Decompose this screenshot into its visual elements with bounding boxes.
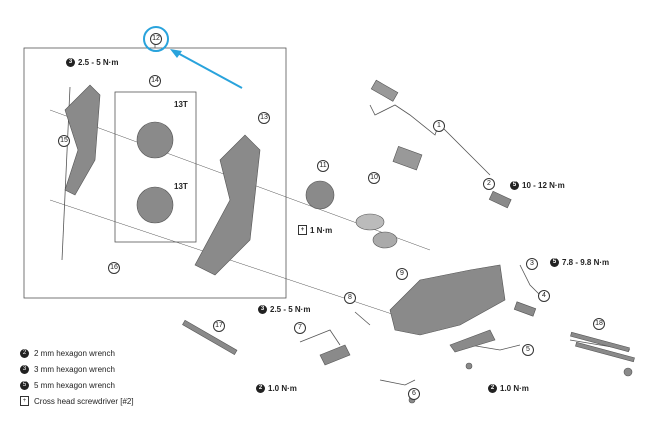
tension-pulley [136,186,174,224]
callout-5: 5 [522,344,534,356]
screwdriver-icon: + [20,396,29,406]
derailleur-body [389,264,506,336]
callout-2: 2 [483,178,495,190]
callout-3: 3 [526,258,538,270]
callout-10: 10 [368,172,380,184]
callout-18: 18 [593,318,605,330]
outer-plate [64,84,101,196]
torque-screw: +1 N·m [298,225,332,235]
callout-8: 8 [344,292,356,304]
hex-wrench-icon: 2 [20,348,29,358]
callout-17: 17 [213,320,225,332]
callout-7: 7 [294,322,306,334]
pulley-teeth-top: 13T [174,100,188,109]
callout-12: 12 [150,33,162,45]
tool [182,319,238,356]
pulley-teeth-bottom: 13T [174,182,188,191]
callout-16: 16 [108,262,120,274]
guide-pulley [136,121,174,159]
highlight-arrow [173,50,243,89]
callout-1: 1 [433,120,445,132]
callout-13: 13 [258,112,270,124]
callout-4: 4 [538,290,550,302]
hex-wrench-icon: 3 [20,364,29,374]
legend-item: +Cross head screwdriver [#2] [20,393,134,409]
callout-6: 6 [408,388,420,400]
callout-11: 11 [317,160,329,172]
plate-axle [305,180,335,210]
pulley-box [114,91,197,243]
hex-wrench-icon: 5 [20,380,29,390]
inner-plate [194,134,261,276]
callout-15: 15 [58,135,70,147]
callout-9: 9 [396,268,408,280]
highlight-circle [143,26,169,52]
callout-14: 14 [149,75,161,87]
